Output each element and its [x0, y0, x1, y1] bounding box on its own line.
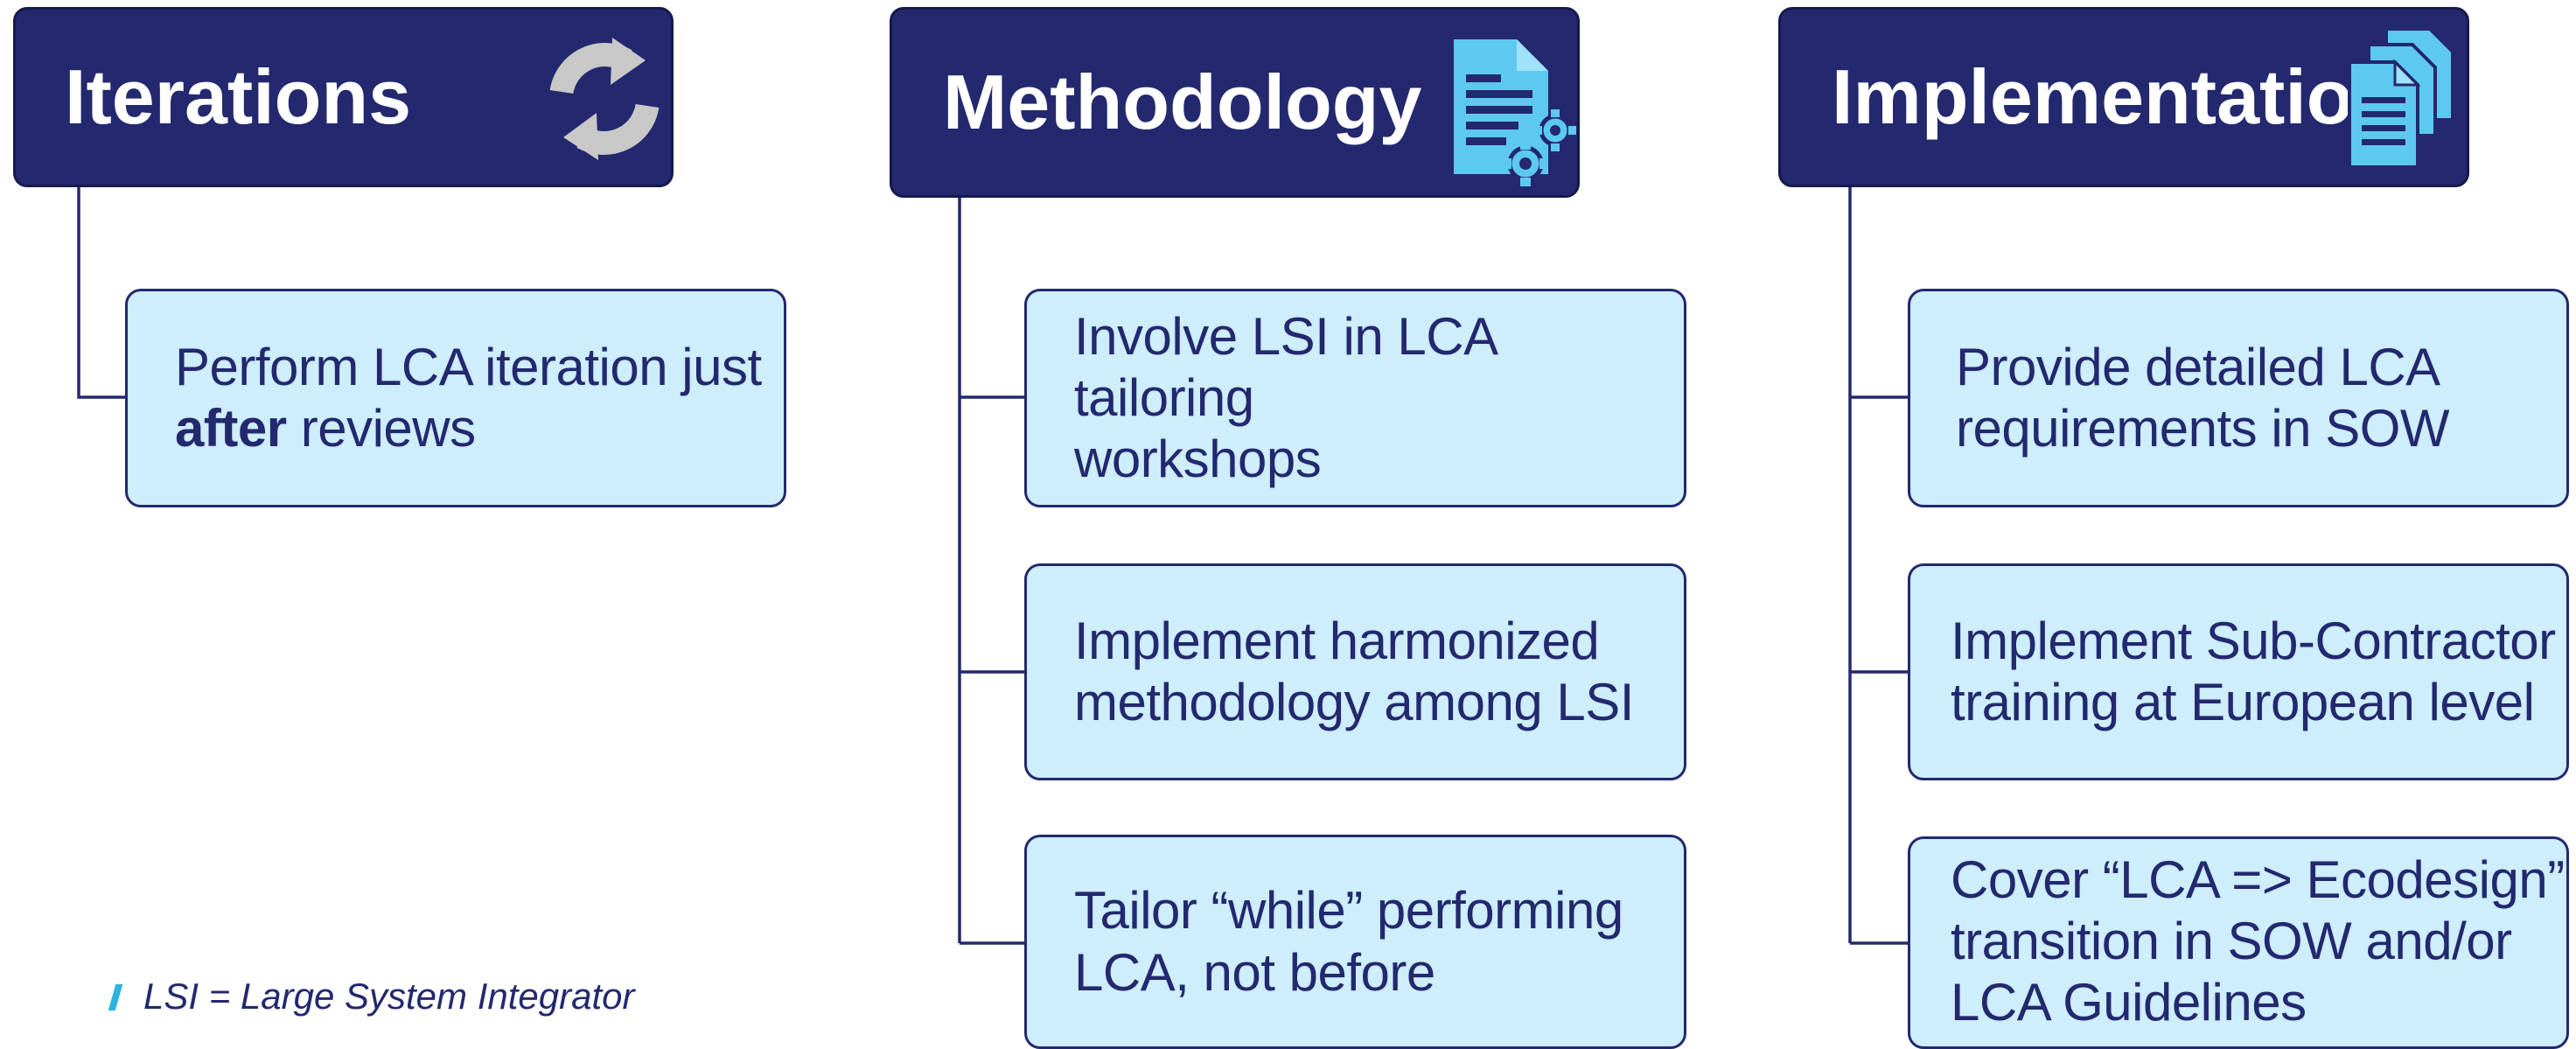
header-title: Methodology: [943, 59, 1422, 145]
header-implementation: Implementation: [1778, 7, 2469, 187]
item-text: Perform LCA iteration just after reviews: [175, 337, 762, 458]
header-methodology: Methodology: [890, 7, 1580, 198]
connector-iterations: [77, 185, 127, 399]
header-title: Iterations: [65, 53, 412, 140]
document-gears-icon: [1436, 34, 1576, 199]
header-iterations: Iterations: [13, 7, 674, 187]
refresh-icon: [539, 29, 670, 181]
documents-stack-icon: [2341, 25, 2463, 186]
header-title: Implementation: [1832, 53, 2401, 140]
list-item-iterations-1: Perform LCA iteration just after reviews: [125, 289, 786, 507]
footnote: LSI = Large System Integrator: [108, 976, 635, 1018]
item-text: Cover “LCA => Ecodesign”transition in SO…: [1951, 850, 2565, 1032]
footnote-text: LSI = Large System Integrator: [143, 976, 635, 1017]
list-item-implementation-3: Cover “LCA => Ecodesign”transition in SO…: [1908, 836, 2569, 1049]
